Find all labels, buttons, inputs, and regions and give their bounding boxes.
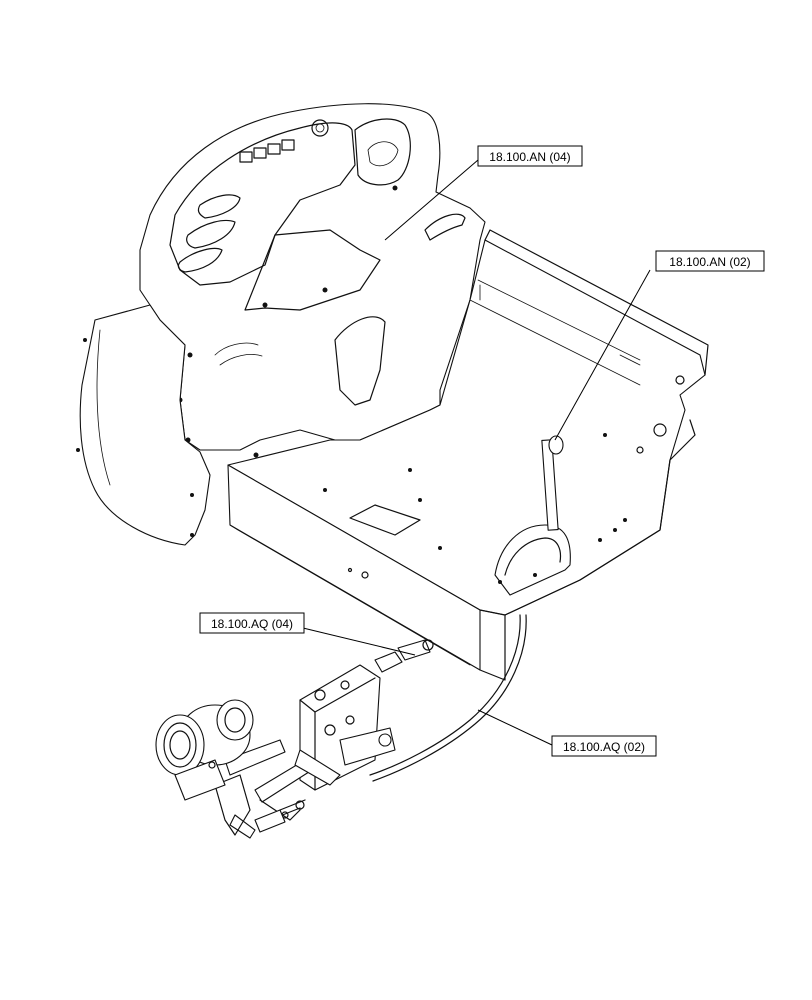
callout-label-aq04: 18.100.AQ (04) xyxy=(211,617,293,631)
callout-label-an04: 18.100.AN (04) xyxy=(489,150,570,164)
callout-aq02: 18.100.AQ (02) xyxy=(477,709,657,757)
pto-hub-assembly xyxy=(155,699,286,801)
callout-aq04: 18.100.AQ (04) xyxy=(199,612,416,656)
control-cable xyxy=(369,614,527,782)
valve-assembly xyxy=(214,639,434,839)
dashboard-console xyxy=(139,103,486,458)
shift-lever xyxy=(494,435,571,596)
callout-an04: 18.100.AN (04) xyxy=(384,145,583,241)
callout-label-an02: 18.100.AN (02) xyxy=(669,255,750,269)
callout-an02: 18.100.AN (02) xyxy=(554,250,765,441)
side-panel xyxy=(76,304,211,546)
floor-platform xyxy=(227,229,709,681)
callout-label-aq02: 18.100.AQ (02) xyxy=(563,740,645,754)
